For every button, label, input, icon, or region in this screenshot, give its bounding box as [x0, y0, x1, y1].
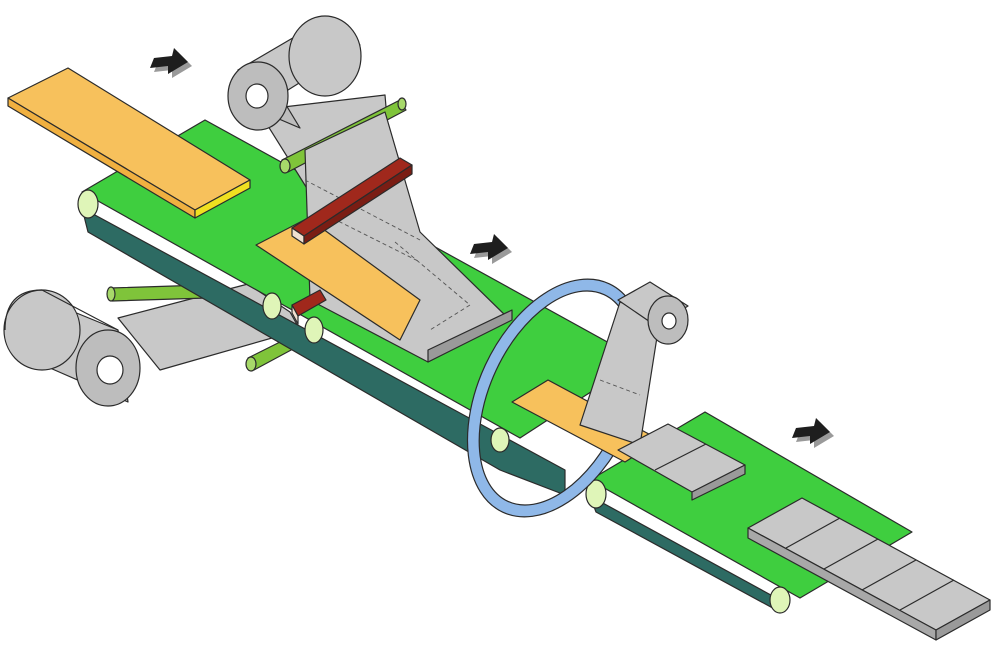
- belt-roller-right-b: [769, 586, 791, 614]
- pressure-bar-lower: [291, 289, 327, 325]
- cutting-ring: [466, 278, 646, 518]
- direction-arrow-icon: [150, 48, 192, 78]
- cut-segments-far: [747, 497, 991, 641]
- direction-arrow-icon: [792, 418, 834, 448]
- belt-roller-right-a: [585, 479, 607, 509]
- small-foil-roll: [579, 281, 689, 446]
- direction-arrow-icon: [470, 234, 512, 264]
- pressure-bar-upper: [291, 157, 413, 245]
- incoming-plate: [7, 67, 251, 219]
- cut-segments-near: [617, 423, 746, 501]
- belt-roller-left: [77, 189, 99, 219]
- plate-under-lamination: [255, 217, 421, 341]
